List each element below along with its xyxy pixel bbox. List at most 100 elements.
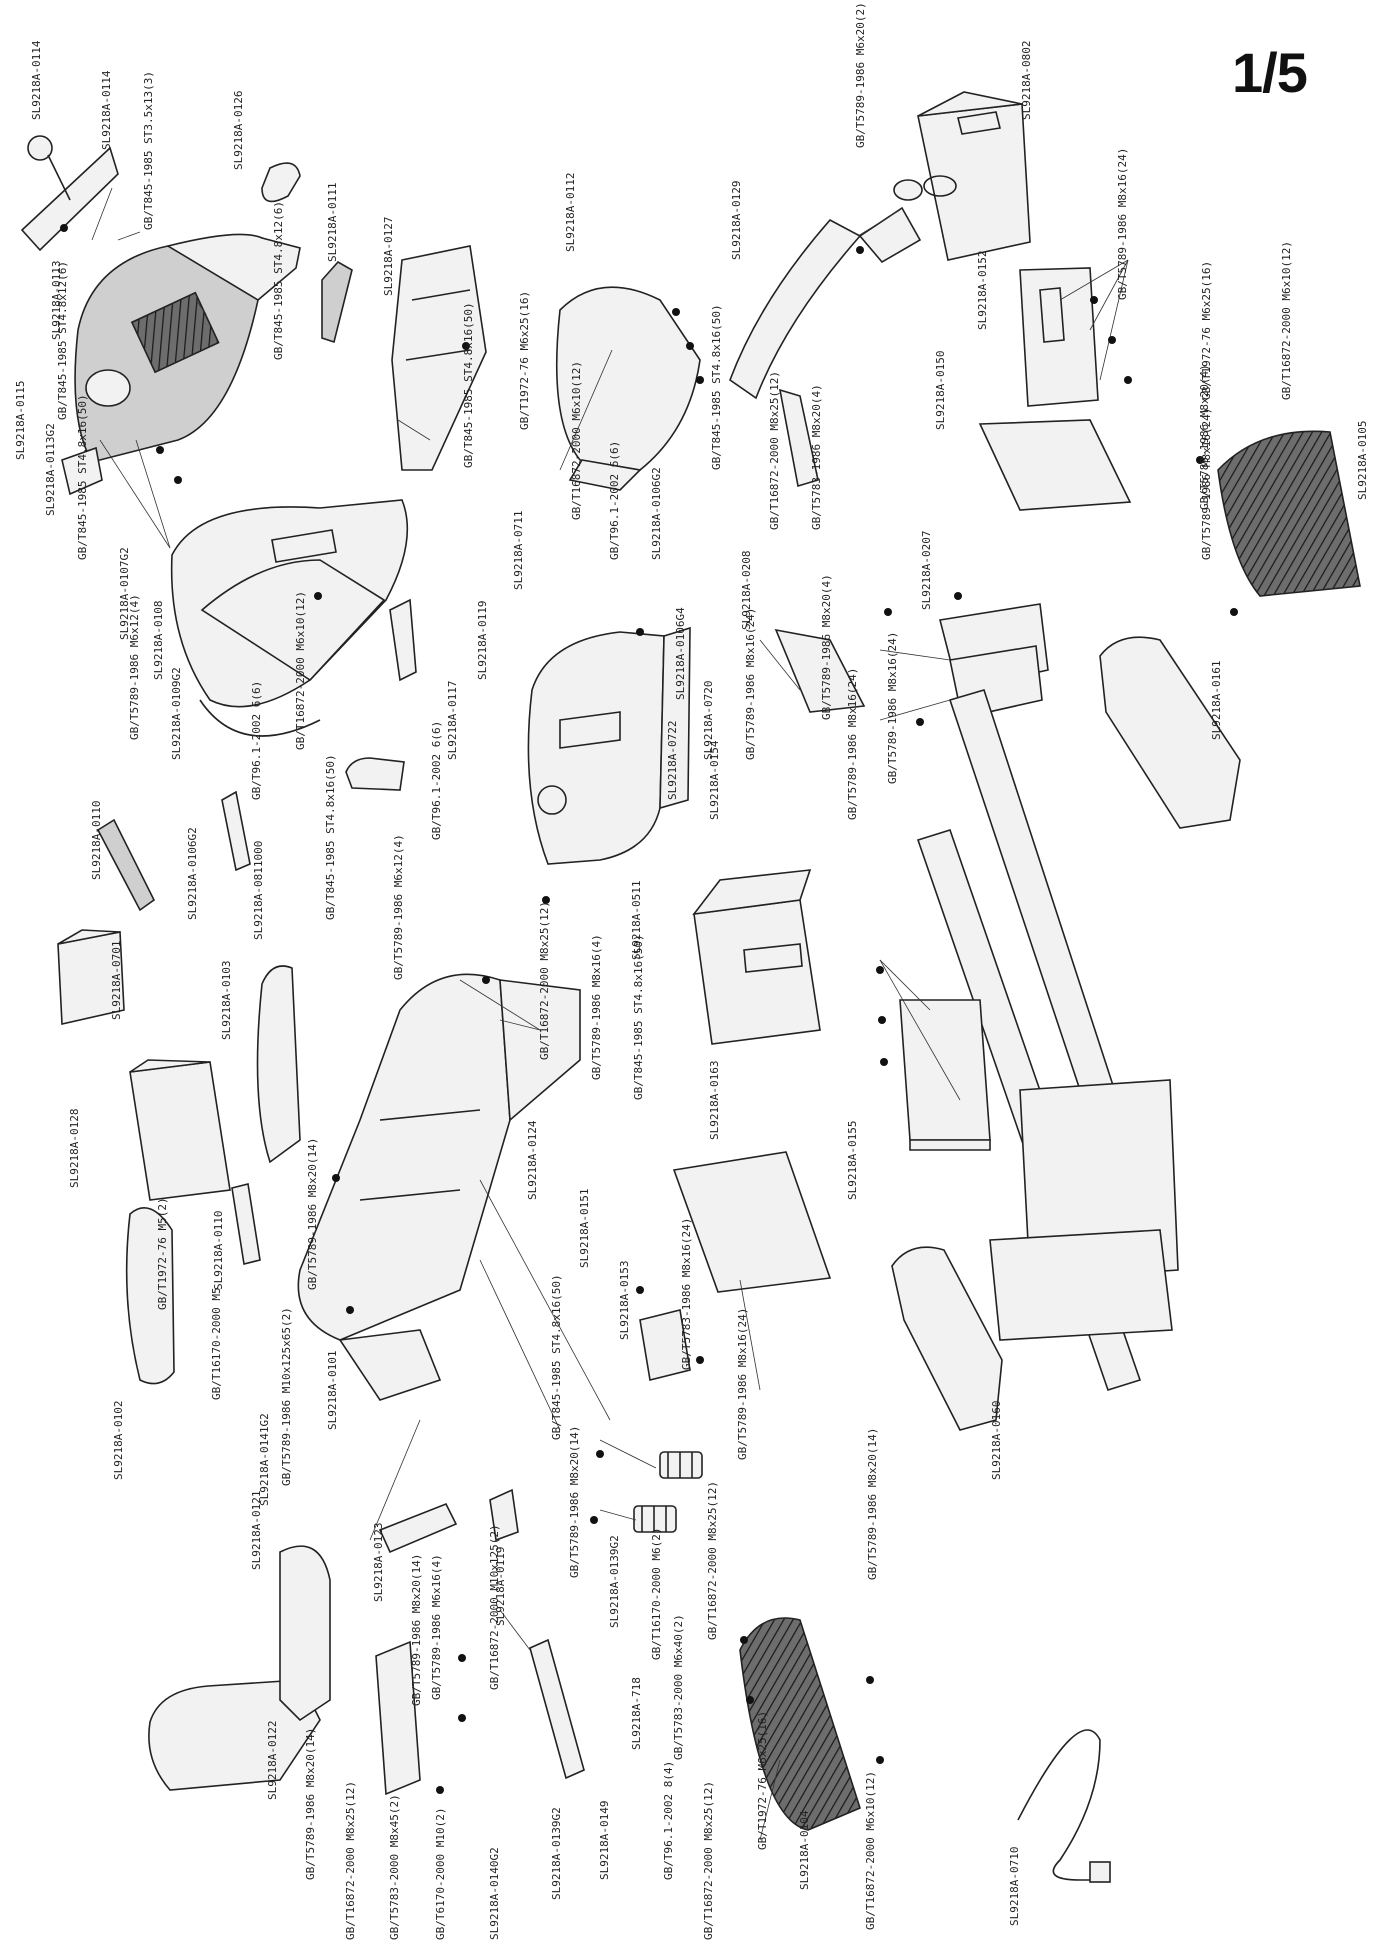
callout-label: GB/T16872-2000 M8x25(12): [538, 901, 551, 1060]
part-handle-tube: [729, 179, 923, 488]
part-main-rail: [916, 689, 1179, 1391]
callout-label: SL9218A-0129: [730, 181, 743, 260]
part-seat-base: [555, 286, 701, 491]
callout-label: GB/T5783-1986 M8x16(24): [680, 1218, 693, 1370]
part-seat-support: [939, 603, 1049, 719]
part-base-plate: [672, 1151, 832, 1293]
callout-label: GB/T16872-2000 M6x10(12): [294, 591, 307, 750]
callout-label: SL9218A-0104: [798, 1810, 811, 1890]
part-seat-cushion: [148, 1545, 331, 1791]
callout-label: SL9218A-0112: [564, 173, 577, 252]
callout-label: SL9218A-0101: [326, 1351, 339, 1430]
callout-label: SL9218A-0109G2: [170, 667, 183, 760]
callout-label: SL9218A-0124: [526, 1120, 539, 1200]
callout-label: GB/T845-1985 ST3.5x13(3): [142, 71, 155, 230]
callout-label: GB/T5789-1986 M8x16(24): [886, 632, 899, 784]
callout-label: GB/T16872-2000 M10x125(2): [488, 1524, 501, 1690]
part-spring-upper: [659, 1451, 703, 1479]
callout-label: SL9218A-0152: [976, 251, 989, 330]
callout-label: GB/T845-1985 ST4.8x16(50): [550, 1274, 563, 1440]
callout-label: SL9218A-0811000: [252, 841, 265, 940]
callout-label: SL9218A-0208: [740, 551, 753, 630]
callout-label: SL9218A-0102: [112, 1401, 125, 1480]
part-motor-plate: [978, 267, 1132, 511]
callout-label: SL9218A-0119: [476, 601, 489, 680]
part-bottom-tray: [899, 999, 991, 1151]
callout-label: GB/T96.1-2002 6(6): [250, 681, 263, 800]
callout-label: GB/T1972-76 M6x25(16): [518, 291, 531, 430]
callout-label: GB/T5789-1986 M8x20(14): [866, 1428, 879, 1580]
callout-label: GB/T16872-2000 M6x10(12): [1280, 241, 1293, 400]
part-foot-grip-right: [1217, 430, 1361, 597]
callout-label: SL9218A-0160: [990, 1401, 1003, 1480]
part-upright-bracket: [221, 598, 417, 872]
callout-label: GB/T16872-2000 M8x25(12): [702, 1781, 715, 1940]
callout-label: SL9218A-0107G2: [118, 547, 131, 640]
part-handle-grip-top: [321, 260, 353, 344]
callout-labels: SL9218A-0114 SL9218A-0114 GB/T845-1985 S…: [14, 2, 1369, 1940]
part-display-bracket: [20, 135, 119, 252]
callout-label: SL9218A-0110: [90, 801, 103, 880]
callout-label: GB/T5789-1986 M8x20(14): [410, 1554, 423, 1706]
callout-label: SL9218A-0150: [934, 351, 947, 430]
callout-label: GB/T16872-2000 M6x10(12): [570, 361, 583, 520]
callout-label: GB/T5789-1986 M8x20(4): [820, 574, 833, 720]
part-slide-bracket: [489, 1488, 519, 1542]
callout-label: SL9218A-0710: [1008, 1847, 1021, 1926]
callout-label: SL9218A-0154: [708, 740, 721, 820]
callout-label: GB/T16170-2000 M6(2): [650, 1528, 663, 1660]
callout-label: SL9218A-0106G4: [674, 607, 687, 700]
callout-label: SL9218A-0149: [598, 1801, 611, 1880]
callout-label: GB/T16170-2000 M5: [210, 1287, 223, 1400]
part-mount-plate-left: [639, 1309, 691, 1381]
callout-label: SL9218A-0113G2: [44, 423, 57, 516]
page-number: 1/5: [1232, 41, 1308, 104]
part-motor-cover: [917, 91, 1031, 261]
callout-label: GB/T5789-1986 M6x16(4): [430, 1554, 443, 1700]
callout-label: SL9218A-0117: [446, 681, 459, 760]
bolt-markers: [60, 224, 1238, 1794]
callout-label: GB/T5789-1986 M8x16(4): [590, 934, 603, 1080]
callout-label: GB/T1972-76 M6x25(16): [1200, 261, 1213, 400]
part-seat-slide: [378, 1502, 458, 1554]
callout-label: SL9218A-0140G2: [488, 1847, 501, 1940]
callout-label: GB/T5789-1986 M8x20(4): [1198, 364, 1211, 510]
callout-label: GB/T16872-2000 M8x25(12): [768, 371, 781, 530]
part-control-box: [345, 757, 405, 791]
callout-label: GB/T5789-1986 M10x125x65(2): [280, 1307, 293, 1486]
callout-label: SL9218A-0161: [1210, 661, 1223, 740]
part-small-cover: [261, 162, 301, 203]
callout-label: GB/T5783-1986 M8x20(4): [810, 384, 823, 530]
callout-label: GB/T5789-1986 M8x16(24): [846, 668, 859, 820]
part-upper-shroud: [170, 499, 409, 737]
part-cross-bracket: [774, 628, 866, 713]
callout-label: SL9218A-0103: [220, 961, 233, 1040]
callout-label: GB/T5789-1986 M6x20(2): [854, 2, 867, 148]
callout-label: SL9218A-0122: [266, 1721, 279, 1800]
callout-label: SL9218A-0111: [326, 183, 339, 262]
part-pedal-arm-left: [891, 1246, 1003, 1431]
callout-label: SL9218A-0114: [100, 70, 113, 150]
callout-label: SL9218A-0511: [630, 881, 643, 960]
callout-label: SL9218A-0106G2: [650, 467, 663, 560]
part-side-cover-left: [61, 446, 103, 496]
callout-label: GB/T5783-2000 M8x45(2): [388, 1794, 401, 1940]
callout-label: GB/T5783-2000 M6x40(2): [672, 1614, 685, 1760]
part-handle-strip-left: [231, 1183, 261, 1265]
part-pedal-arm-right: [1099, 636, 1241, 829]
callout-label: SL9218A-0128: [68, 1109, 81, 1188]
callout-label: SL9218A-0141G2: [258, 1413, 271, 1506]
callout-label: SL9218A-0153: [618, 1261, 631, 1340]
callout-label: SL9218A-0701: [110, 941, 123, 1020]
callout-label: GB/T845-1985 ST4.8x16(50): [462, 302, 475, 468]
part-console-panel: [74, 233, 301, 463]
part-seat-adjust: [529, 1638, 585, 1780]
callout-label: SL9218A-0110: [212, 1211, 225, 1290]
callout-label: GB/T845-1985 ST4.8x12(6): [56, 261, 69, 420]
callout-label: GB/T16872-2000 M8x25(12): [344, 1781, 357, 1940]
callout-label: GB/T845-1985 ST4.8x16(50): [324, 754, 337, 920]
part-spring-lower: [633, 1505, 677, 1533]
part-cable-harness: [1017, 1729, 1111, 1883]
callout-label: SL9218A-0151: [578, 1189, 591, 1268]
callout-label: GB/T16872-2000 M6x10(12): [864, 1771, 877, 1930]
